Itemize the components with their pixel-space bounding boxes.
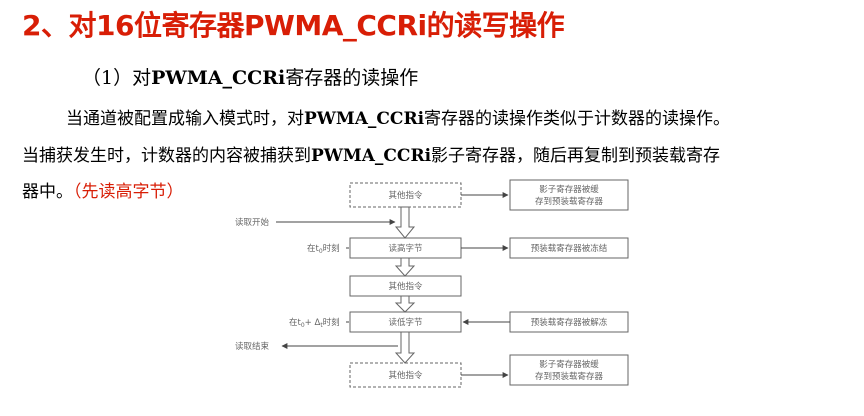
right-box-4 (509, 354, 629, 386)
hollow-arrows (394, 206, 416, 364)
text-run: 当捕获发生时，计数器的内容被捕获到 (22, 146, 311, 166)
paragraph-line-3: 器中。（先读高字节） (22, 177, 862, 202)
right-box-2-text: 预装载寄存器被冻结 (531, 243, 608, 254)
step-label-1: 其他指令 (388, 190, 423, 201)
paragraph-line-2: 当捕获发生时，计数器的内容被捕获到PWMA_CCRi影子寄存器，随后再复制到预装… (22, 141, 862, 166)
step-label-2: 读高字节 (388, 243, 423, 254)
subtitle-prefix: （1）对 (82, 67, 152, 89)
step-label-3: 其他指令 (388, 281, 423, 292)
right-box-1-line-2: 存到预装载寄存器 (535, 196, 604, 207)
text-run: 寄存器的读操作类似于计数器的读操作。 (424, 109, 731, 129)
right-box-1-line-1: 影子寄存器被缓 (539, 184, 599, 195)
register-name: PWMA_CCRi (311, 146, 432, 166)
step-label-4: 读低字节 (388, 317, 423, 328)
t1-label: 在t0+ Δt时刻 (289, 317, 340, 329)
section-subtitle: （1）对PWMA_CCRi寄存器的读操作 (82, 63, 418, 90)
subtitle-suffix: 寄存器的读操作 (285, 67, 419, 89)
right-box-3-text: 预装载寄存器被解冻 (531, 317, 608, 328)
text-run: 当通道被配置成输入模式时，对 (66, 109, 304, 129)
text-run: 器中。 (22, 182, 73, 202)
register-name: PWMA_CCRi (304, 109, 425, 129)
read-end-label: 读取结束 (235, 341, 270, 352)
text-run: 影子寄存器，随后再复制到预装载寄存 (431, 146, 721, 166)
step-box-5 (349, 362, 462, 388)
note-read-high-byte-first: （先读高字节） (73, 182, 184, 202)
paragraph-line-1: 当通道被配置成输入模式时，对PWMA_CCRi寄存器的读操作类似于计数器的读操作… (22, 104, 862, 129)
right-box-2 (509, 237, 629, 259)
t0-label: 在t0时刻 (307, 243, 340, 255)
right-box-1 (509, 179, 629, 211)
page-title: 2、对16位寄存器PWMA_CCRi的读写操作 (22, 9, 565, 42)
right-box-4-line-1: 影子寄存器被缓 (539, 359, 599, 370)
subtitle-register: PWMA_CCRi (151, 67, 286, 89)
step-label-5: 其他指令 (388, 370, 423, 381)
right-box-4-line-2: 存到预装载寄存器 (535, 371, 604, 382)
read-start-label: 读取开始 (235, 217, 270, 228)
